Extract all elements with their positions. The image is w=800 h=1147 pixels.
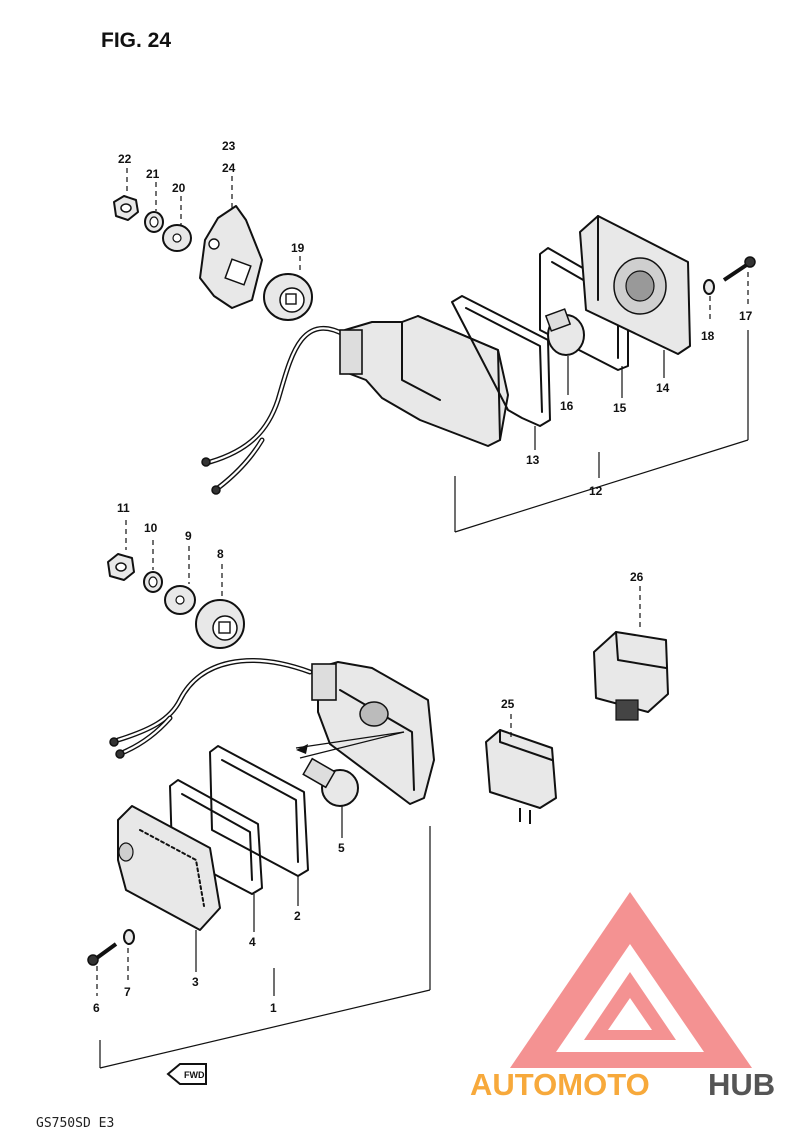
- callout-11: 11: [117, 501, 130, 515]
- bulb-arrows: [295, 731, 405, 759]
- nut-11: [107, 553, 135, 581]
- grommet-19: [263, 273, 313, 321]
- grommet-8: [195, 599, 245, 649]
- callout-2: 2: [294, 909, 301, 923]
- callout-23: 23: [222, 139, 236, 153]
- callout-12: 12: [589, 484, 603, 498]
- bulb-16: [544, 308, 585, 356]
- lens-3: [117, 805, 221, 931]
- callout-9: 9: [185, 529, 192, 543]
- automotohub-logo-icon: [510, 892, 752, 1068]
- rear-turn-signal-assembly: [113, 195, 756, 495]
- lock-washer-10: [143, 571, 163, 593]
- gasket-13: [451, 295, 551, 427]
- wire-harness-lower: [109, 658, 313, 759]
- lock-washer-21: [144, 211, 164, 233]
- nut-22: [113, 195, 139, 221]
- relay-25: [485, 729, 557, 824]
- gasket-2: [209, 745, 309, 877]
- callout-18: 18: [701, 329, 715, 343]
- washer-20: [162, 224, 192, 252]
- callout-14: 14: [656, 381, 670, 395]
- watermark-text-orange: AUTOMOTO: [470, 1067, 650, 1102]
- washer-18: [703, 279, 715, 295]
- watermark-text: AUTOMOTO HUB: [470, 1067, 775, 1102]
- lens-14: [579, 215, 691, 355]
- callout-8: 8: [217, 547, 224, 561]
- svg-text:FWD: FWD: [184, 1070, 205, 1080]
- callout-20: 20: [172, 181, 186, 195]
- callout-17: 17: [739, 309, 753, 323]
- callout-16: 16: [560, 399, 574, 413]
- callout-10: 10: [144, 521, 158, 535]
- callout-26: 26: [630, 570, 644, 584]
- relay-26: [593, 631, 669, 721]
- model-code: GS750SD E3: [36, 1116, 114, 1131]
- callout-6: 6: [93, 1001, 100, 1015]
- bracket-23-24: [199, 205, 263, 309]
- housing-12: [339, 315, 509, 447]
- wire-harness-upper: [201, 325, 348, 495]
- screw-6: [87, 942, 118, 966]
- fwd-arrow-icon: FWD: [166, 1063, 207, 1085]
- housing-front: [311, 661, 435, 805]
- bulb-5: [302, 757, 359, 807]
- callout-13: 13: [526, 453, 540, 467]
- callout-7: 7: [124, 985, 131, 999]
- callout-24: 24: [222, 161, 236, 175]
- callout-5: 5: [338, 841, 345, 855]
- callout-3: 3: [192, 975, 199, 989]
- watermark-text-grey: HUB: [708, 1067, 775, 1102]
- figure-title: FIG. 24: [101, 29, 171, 52]
- washer-7: [123, 929, 135, 945]
- callout-1: 1: [270, 1001, 277, 1015]
- screw-17: [722, 256, 756, 282]
- front-turn-signal-assembly: [87, 553, 435, 966]
- callout-22: 22: [118, 152, 132, 166]
- callout-21: 21: [146, 167, 160, 181]
- callout-4: 4: [249, 935, 256, 949]
- washer-9: [164, 585, 196, 615]
- callout-leaders: [96, 168, 749, 1069]
- callout-labels: 1 2 3 4 5 6 7 8 9 10 11 12 13 14 15 16 1…: [93, 139, 753, 1015]
- callout-15: 15: [613, 401, 627, 415]
- callout-25: 25: [501, 697, 515, 711]
- callout-19: 19: [291, 241, 305, 255]
